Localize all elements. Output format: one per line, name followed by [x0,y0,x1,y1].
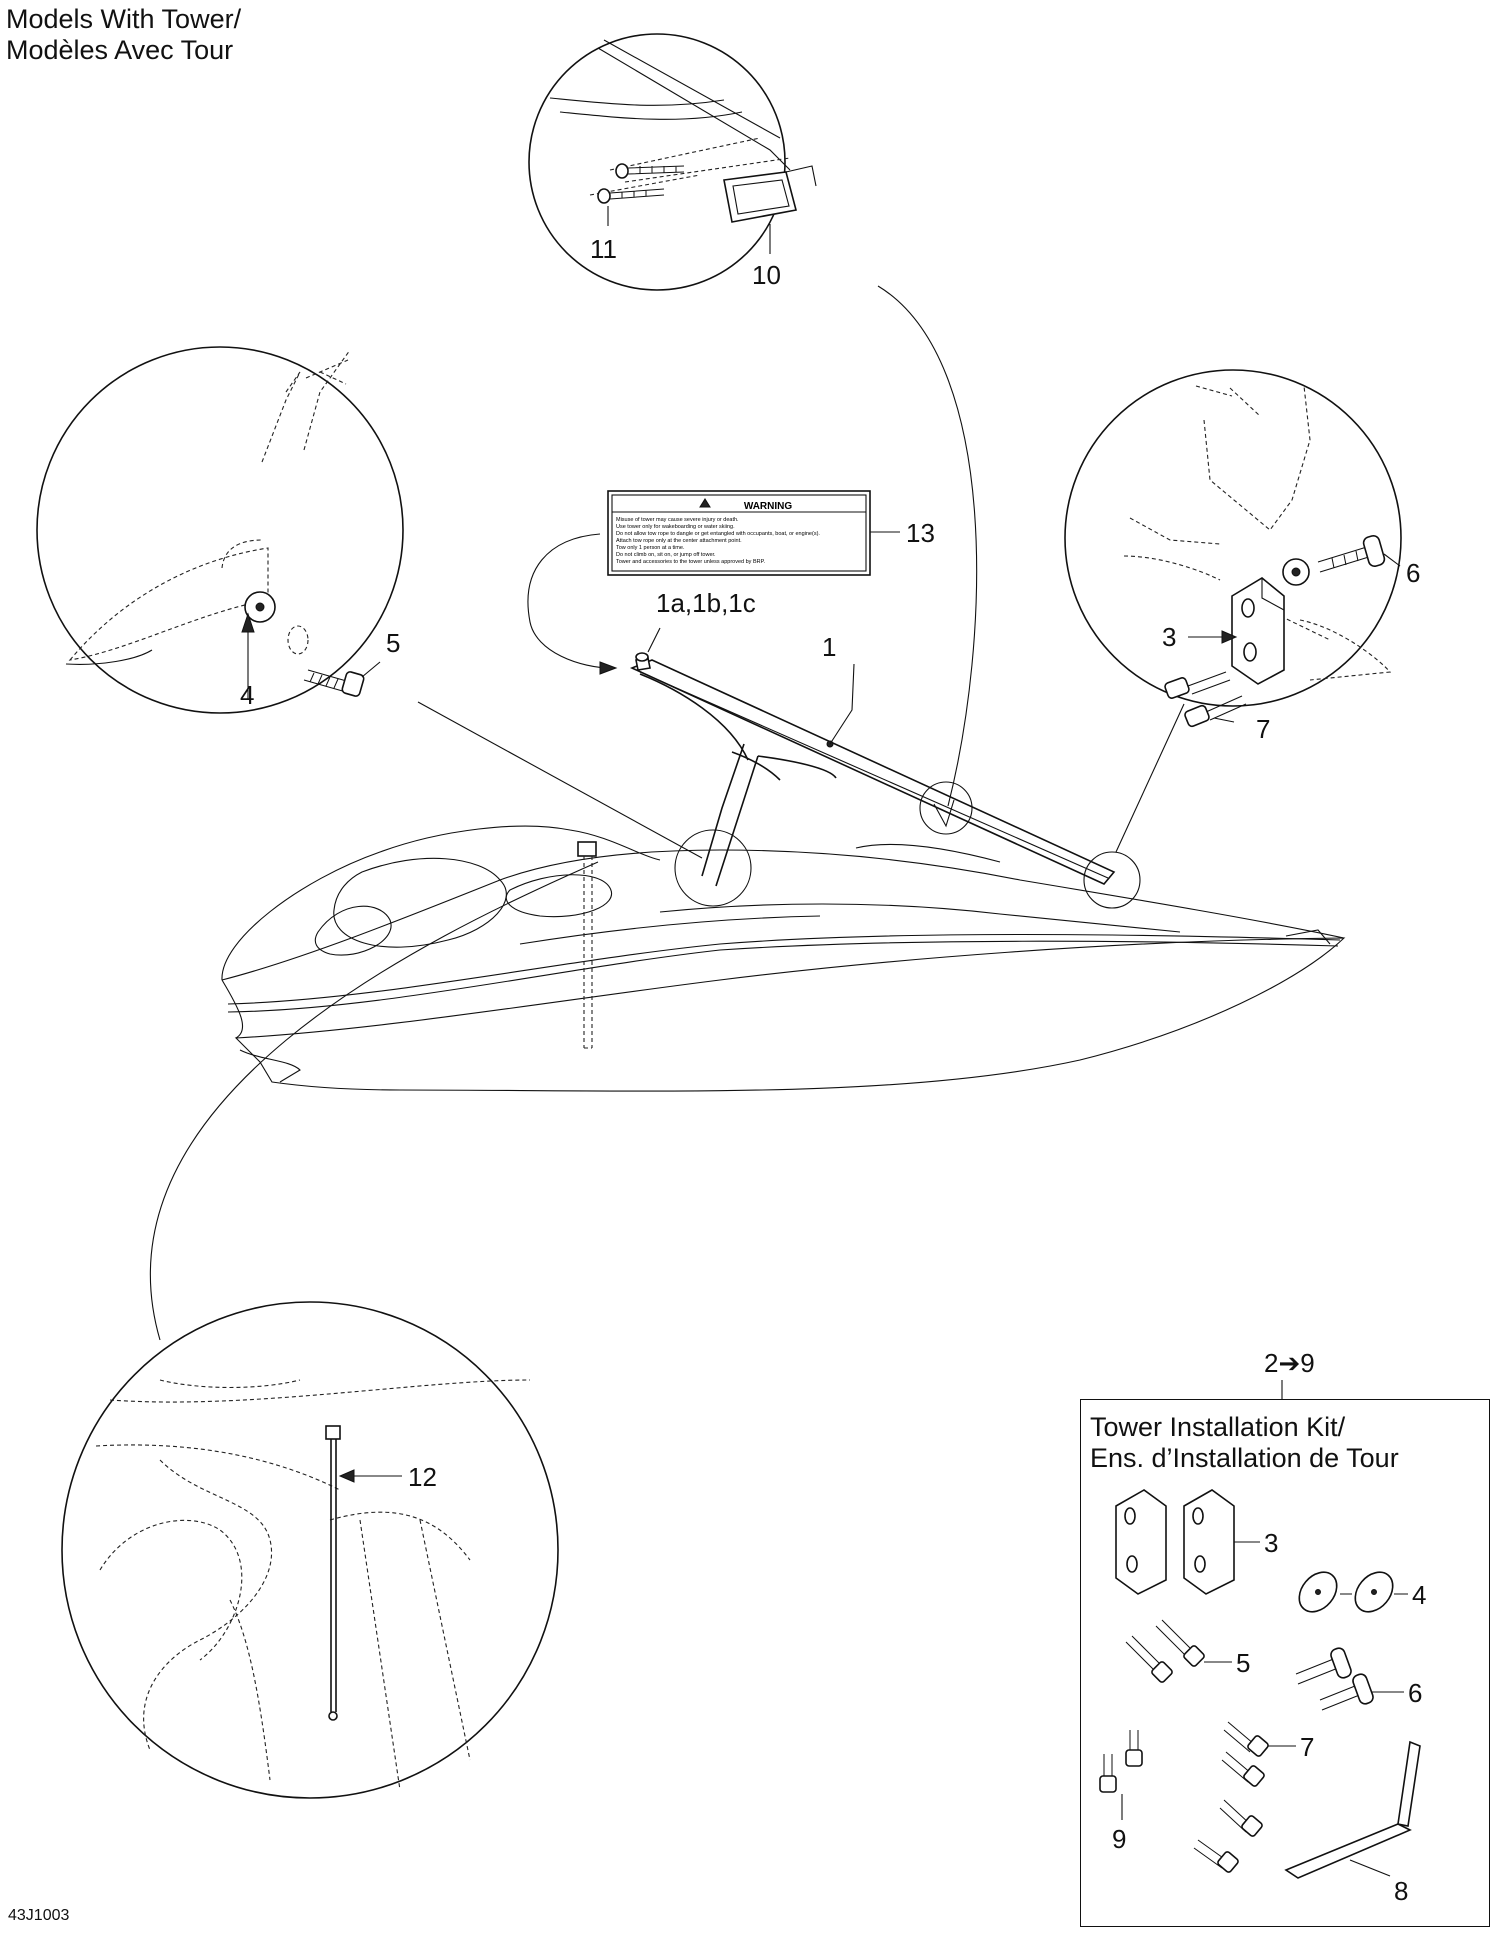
retaining-pin-hull [577,841,597,1049]
connector-rear-mount [1115,703,1185,853]
kit-callout-7: 7 [1300,1732,1315,1762]
callout-3: 3 [1162,622,1177,652]
kit-shoulder-bolts-6 [1295,1647,1404,1711]
warning-line: Tower and accessories to the tower unles… [616,559,766,565]
kit-mounting-blocks [1115,1489,1260,1595]
pin-detail-circle [61,1301,559,1799]
callout-10: 10 [752,260,781,290]
warning-line: Do not allow tow rope to dangle or get e… [616,531,820,537]
mirror-detail-circle [528,33,791,291]
warning-line: Do not climb on, sit on, or jump off tow… [616,552,716,558]
warning-line: Use tower only for wakeboarding or water… [616,524,735,530]
mirror-screw-lower [597,188,665,204]
mounting-block-3 [1231,577,1285,685]
kit-title-fr: Ens. d’Installation de Tour [1090,1443,1399,1473]
warning-line: Misuse of tower may cause severe injury … [616,517,739,523]
warning-line: Tow only 1 person at a time. [616,545,685,551]
pivot-washer-4 [244,591,276,623]
tower-installation-kit-box [1080,1399,1490,1927]
rear-mount-location-marker [1083,851,1141,909]
cap-screw-5-detail [303,661,381,697]
callout-4: 4 [240,680,255,710]
mirror-screw-upper [615,163,685,179]
kit-callout-3: 3 [1264,1528,1279,1558]
arrow-4 [241,612,255,633]
callout-1: 1 [822,632,837,662]
leader-1abc [647,627,661,653]
arrow-12 [338,1469,355,1483]
kit-hex-key-8 [1284,1740,1421,1879]
front-mount-detail-circle [36,346,404,714]
kit-callout-5: 5 [1236,1648,1251,1678]
warning-decal [607,490,871,576]
callout-7: 7 [1256,714,1271,744]
kit-callout-9: 9 [1112,1824,1127,1854]
connector-front-mount [417,701,703,859]
callout-1abc: 1a,1b,1c [656,588,756,618]
rear-bushing [1282,558,1310,586]
leader-1 [829,663,855,745]
mirror-location-marker [919,781,973,835]
callout-5: 5 [386,628,401,658]
retaining-pin-12 [325,1425,341,1721]
callout-6: 6 [1406,558,1421,588]
kit-callout-8: 8 [1394,1876,1409,1906]
kit-title-en: Tower Installation Kit/ [1090,1412,1346,1442]
rear-mount-detail-circle [1064,369,1402,707]
shoulder-bolt-6-detail [1317,534,1401,573]
callout-11: 11 [590,234,617,264]
kit-range-label: 2➔9 [1264,1348,1315,1378]
connector-mirror-to-tower [877,285,978,807]
cap-screws-7-detail [1164,671,1247,728]
warning-line: Attach tow rope only at the center attac… [616,538,742,544]
wakeboard-tower [629,652,1116,887]
arrow-3 [1221,630,1238,644]
front-mount-location-marker [674,829,752,907]
arrow-13 [599,661,618,675]
rear-view-mirror [723,165,817,223]
callout-13: 13 [906,518,935,548]
diagram-reference-code: 43J1003 [8,1907,70,1924]
diagram-title-fr: Modèles Avec Tour [6,35,234,65]
decal-placement-curve [527,533,613,669]
warning-heading: WARNING [744,501,793,512]
kit-washers [1298,1571,1408,1613]
connector-pin-detail [149,861,599,1341]
diagram-title-en: Models With Tower/ [6,4,242,34]
kit-callout-4: 4 [1412,1580,1427,1610]
kit-callout-6: 6 [1408,1678,1423,1708]
kit-cap-screws-5 [1125,1619,1232,1683]
mirror-location-icon [933,799,955,828]
boat-hull [221,825,1346,1092]
warning-text-block: Misuse of tower may cause severe injury … [616,517,820,565]
kit-cap-screws-7-9 [1099,1721,1296,1873]
callout-12: 12 [408,1462,437,1492]
